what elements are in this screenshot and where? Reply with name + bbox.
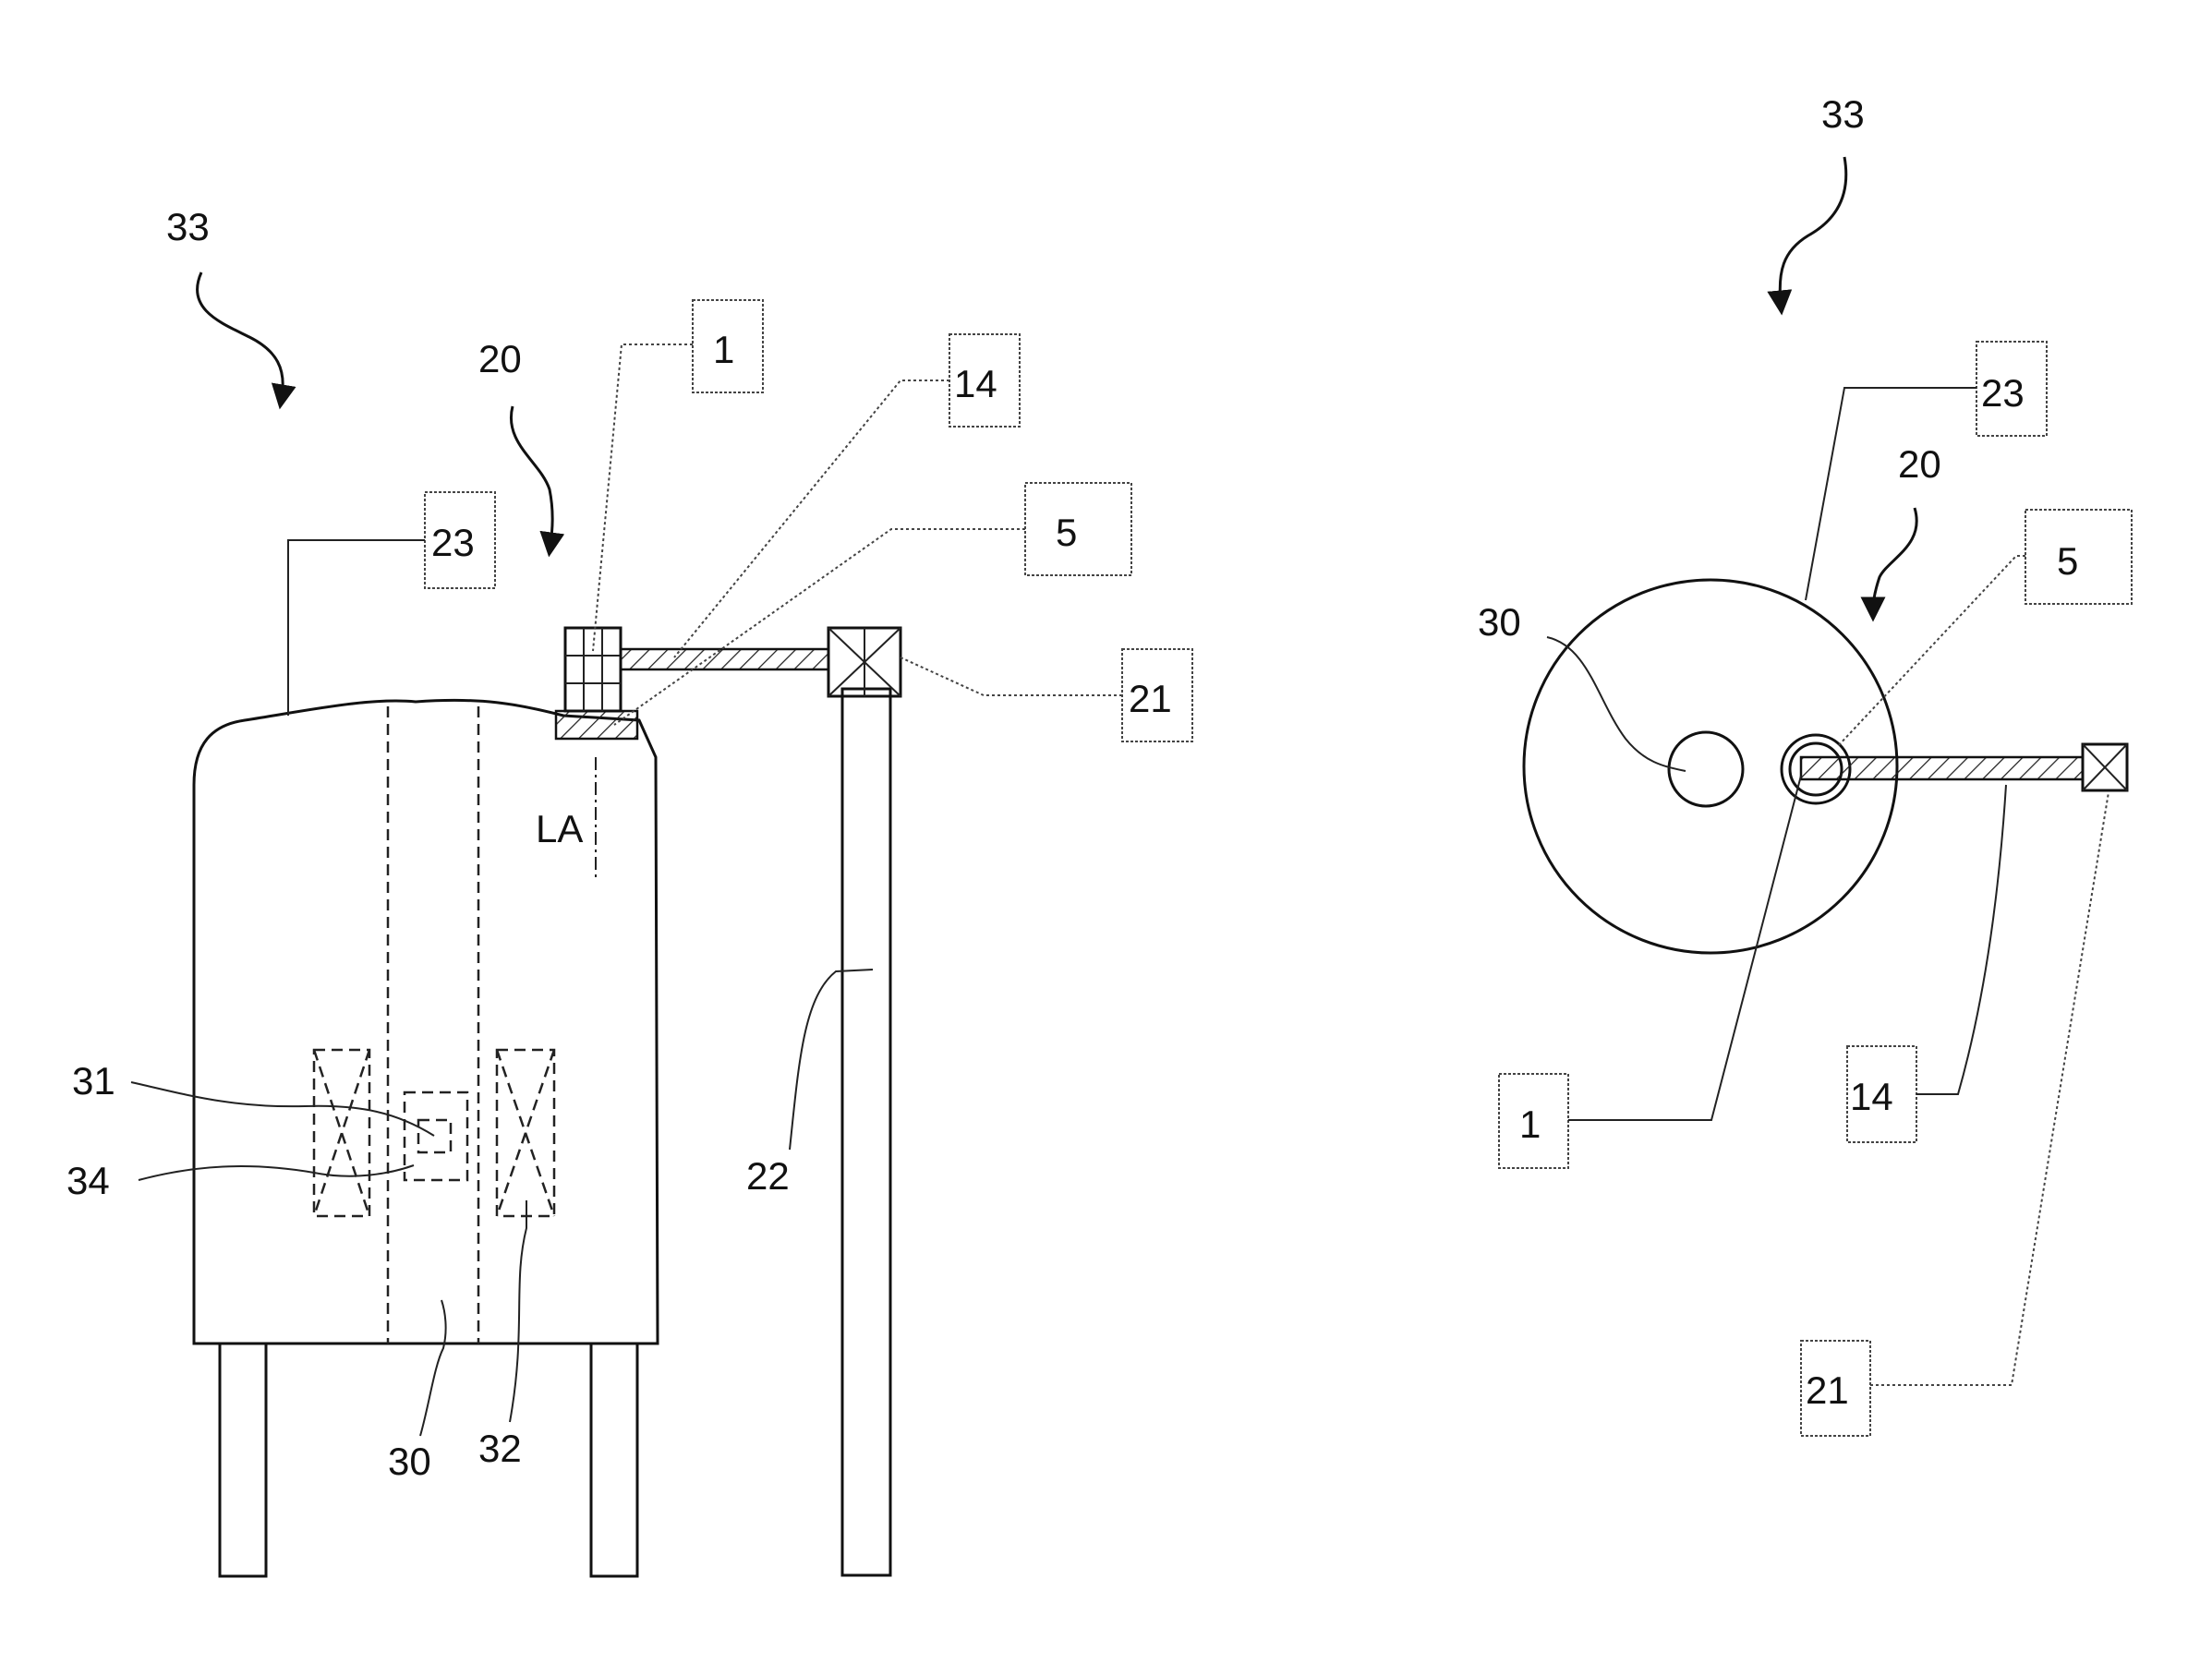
tank-body xyxy=(194,700,658,1344)
leader-14-left xyxy=(674,380,949,657)
leader-23-left xyxy=(288,540,425,716)
leg-left xyxy=(220,1344,266,1576)
leader-5-left xyxy=(614,529,1025,725)
sensor-31 xyxy=(418,1120,451,1152)
leader-34 xyxy=(139,1165,414,1180)
housing-34 xyxy=(405,1092,467,1180)
ref-30-left: 30 xyxy=(388,1440,431,1483)
leader-30-right xyxy=(1547,637,1686,771)
ref-14-left: 14 xyxy=(954,362,997,405)
arm-14-top xyxy=(1801,757,2083,779)
ref-1-left: 1 xyxy=(713,328,734,371)
leader-5-right xyxy=(1838,556,2025,746)
ref-33-left: 33 xyxy=(166,205,210,248)
ref-23-right: 23 xyxy=(1981,371,2025,415)
leader-22 xyxy=(790,970,873,1150)
ref-20-left: 20 xyxy=(478,337,522,380)
ref-la: LA xyxy=(536,807,583,850)
ref-1-right: 1 xyxy=(1519,1103,1541,1146)
ref-34: 34 xyxy=(66,1159,110,1202)
ref-22: 22 xyxy=(746,1154,790,1198)
leader-1-left xyxy=(593,344,693,651)
ref-20-right: 20 xyxy=(1898,442,1941,486)
ref-31: 31 xyxy=(72,1059,115,1103)
ref-33-right: 33 xyxy=(1821,92,1865,136)
leader-32 xyxy=(510,1200,526,1422)
fitting-base xyxy=(556,711,637,739)
ref-20-left-arrow xyxy=(511,406,552,545)
ref-14-right: 14 xyxy=(1850,1075,1893,1118)
ref-21-left: 21 xyxy=(1129,677,1172,720)
ref-20-right-arrow xyxy=(1873,508,1916,609)
support-pole xyxy=(842,689,890,1575)
arm-14 xyxy=(621,649,828,669)
label-box-5-left xyxy=(1025,483,1131,575)
leader-21-left xyxy=(901,657,1122,695)
ref-23-left: 23 xyxy=(431,521,475,564)
ref-33-right-arrow xyxy=(1780,157,1846,303)
leg-right xyxy=(591,1344,637,1576)
leader-1-right xyxy=(1568,776,1801,1120)
label-box-5-right xyxy=(2025,510,2132,604)
ref-21-right: 21 xyxy=(1806,1368,1849,1412)
ref-30-right: 30 xyxy=(1478,600,1521,644)
leader-14-right xyxy=(1916,785,2006,1094)
leader-23-right xyxy=(1806,388,1976,600)
ref-32: 32 xyxy=(478,1427,522,1470)
leader-30-left xyxy=(420,1300,446,1436)
right-top-view: 33 20 30 23 5 1 14 xyxy=(1478,92,2132,1436)
ref-33-left-arrow xyxy=(198,272,284,397)
ref-5-right: 5 xyxy=(2057,539,2078,583)
ref-5-left: 5 xyxy=(1056,511,1077,554)
left-side-view: 33 20 LA xyxy=(66,205,1192,1576)
component-1-box xyxy=(565,628,621,711)
